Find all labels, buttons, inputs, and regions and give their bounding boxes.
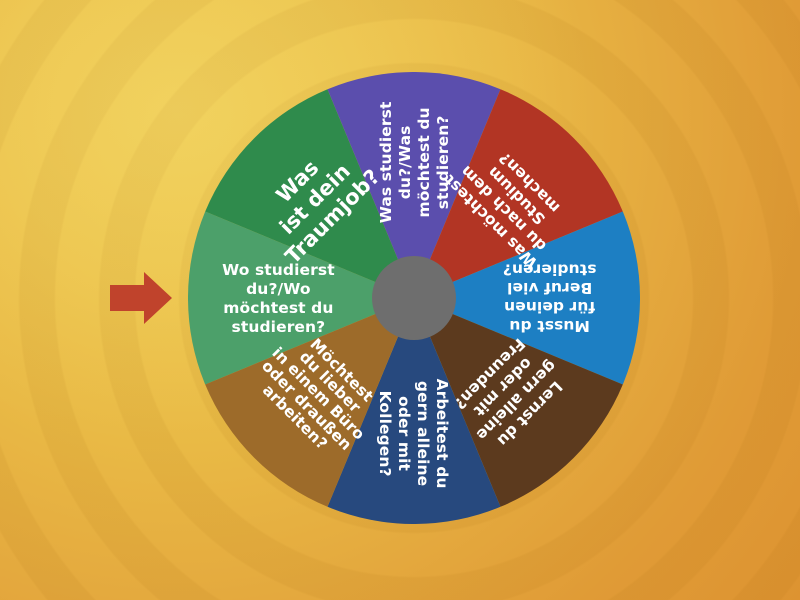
- pointer-arrow-shape: [110, 272, 172, 324]
- wheel-segment-label-line: möchtest du: [415, 107, 433, 217]
- wheel-segment[interactable]: [414, 298, 623, 507]
- wheel-segment-label-line: oder mit: [395, 396, 413, 471]
- wheel-segment[interactable]: [327, 298, 501, 524]
- wheel-segment-label: Was studierstdu?/Wasmöchtest dustudieren…: [377, 101, 452, 223]
- wheel-segment-label-line: studieren?: [434, 116, 452, 210]
- wheel-hub[interactable]: [372, 256, 456, 340]
- wheel-segment-label: Arbeitest dugern alleineoder mitKollegen…: [376, 379, 451, 489]
- wheel-segment[interactable]: [414, 89, 623, 298]
- wheel-segment-label: Musst dufür deinenBeruf vielstudieren?: [503, 260, 597, 335]
- wheel-segment[interactable]: [327, 72, 501, 298]
- wheel-segment[interactable]: [205, 89, 414, 298]
- wheel-segment-label-line: Arbeitest du: [433, 379, 451, 489]
- wheel-segment-label-line: studieren?: [232, 318, 326, 336]
- wheel-segment-label-line: möchtest du: [223, 299, 333, 317]
- wheel-segment-label-line: du?/Was: [396, 126, 414, 200]
- wheel-segment-label-line: Wo studierst: [222, 261, 335, 279]
- wheel-segment-label-line: Beruf viel: [507, 279, 592, 297]
- wheel-pointer-arrow: [108, 267, 174, 329]
- wheel-segment-label-line: Kollegen?: [376, 391, 394, 477]
- wheel-segment-label-line: Was studierst: [377, 101, 395, 223]
- wheel-segment[interactable]: [188, 211, 414, 385]
- wheel-segment-label-line: du?/Wo: [246, 280, 311, 298]
- wheel-segment[interactable]: [414, 211, 640, 385]
- wheel-segments[interactable]: [188, 72, 640, 524]
- wheel-segment-label-line: Musst du: [509, 317, 590, 335]
- wheel-segment-label-line: gern alleine: [414, 381, 432, 486]
- wheel-segment-label: Was möchtestdu nach demStudiummachen?: [440, 132, 580, 272]
- wheel-segment-label-line: für deinen: [504, 298, 595, 316]
- wheel-segment-label-line: studieren?: [503, 260, 597, 278]
- wheel-segment[interactable]: [205, 298, 414, 507]
